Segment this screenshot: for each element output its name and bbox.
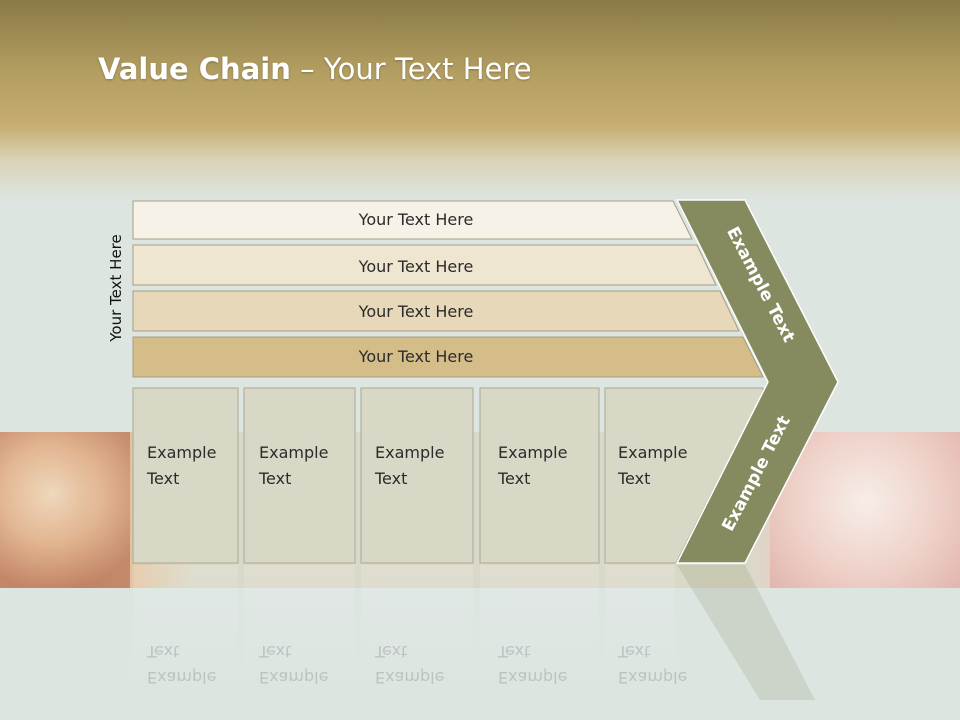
box-line2: Text — [374, 469, 407, 488]
reflected-text: Text — [146, 642, 179, 661]
reflected-text: Text — [617, 642, 650, 661]
box-shape — [132, 387, 239, 564]
box-line1: Example — [375, 443, 444, 462]
support-bar: Your Text Here — [132, 336, 764, 378]
bar-label: Your Text Here — [358, 210, 474, 229]
reflection-chevron — [677, 565, 815, 700]
primary-activity-boxes: Example Text Example Text Example Text E… — [132, 387, 764, 564]
reflection-box — [480, 565, 599, 690]
bar-label: Your Text Here — [358, 302, 474, 321]
box-shape — [243, 387, 356, 564]
box-line1: Example — [259, 443, 328, 462]
bar-shape — [132, 244, 717, 286]
reflected-text: Text — [374, 642, 407, 661]
support-bar: Your Text Here — [132, 290, 740, 332]
title-rest: – Your Text Here — [290, 52, 532, 86]
activity-box: Example Text — [604, 387, 764, 564]
cartoon-image-left — [0, 432, 130, 588]
reflection-box — [133, 565, 238, 690]
chevron-shape — [675, 199, 839, 564]
reflected-text: Text — [258, 642, 291, 661]
reflection-box — [361, 565, 473, 690]
title-bold: Value Chain — [98, 52, 291, 86]
diagram-reflection — [133, 565, 815, 700]
reflected-text: Text — [497, 642, 530, 661]
activity-box: Example Text — [243, 387, 356, 564]
bar-shape — [132, 290, 740, 332]
bar-shape — [132, 200, 693, 240]
box-line1: Example — [147, 443, 216, 462]
activity-box: Example Text — [479, 387, 600, 564]
activity-box: Example Text — [132, 387, 239, 564]
bar-shape — [132, 336, 764, 378]
support-activity-bars: Your Text Here Your Text Here Your Text … — [132, 200, 764, 378]
slide-title: Value Chain – Your Text Here — [98, 52, 532, 86]
box-shape — [360, 387, 474, 564]
bar-label: Your Text Here — [358, 257, 474, 276]
cartoon-image-right — [770, 432, 960, 588]
box-line1: Example — [618, 443, 687, 462]
box-line2: Text — [497, 469, 530, 488]
box-line2: Text — [617, 469, 650, 488]
box-shape — [479, 387, 600, 564]
reflected-text: Example — [147, 668, 216, 687]
box-line2: Text — [146, 469, 179, 488]
reflected-text: Example — [498, 668, 567, 687]
reflected-text: Example — [618, 668, 687, 687]
support-bar: Your Text Here — [132, 200, 693, 240]
box-line2: Text — [258, 469, 291, 488]
reflection-box — [605, 565, 675, 690]
reflection-box — [244, 565, 355, 690]
reflected-text: Example — [375, 668, 444, 687]
support-bar: Your Text Here — [132, 244, 717, 286]
reflected-box-text: Text Example Text Example Text Example T… — [146, 642, 687, 687]
bar-label: Your Text Here — [358, 347, 474, 366]
activity-box: Example Text — [360, 387, 474, 564]
header-band — [0, 0, 960, 200]
box-line1: Example — [498, 443, 567, 462]
reflected-text: Example — [259, 668, 328, 687]
